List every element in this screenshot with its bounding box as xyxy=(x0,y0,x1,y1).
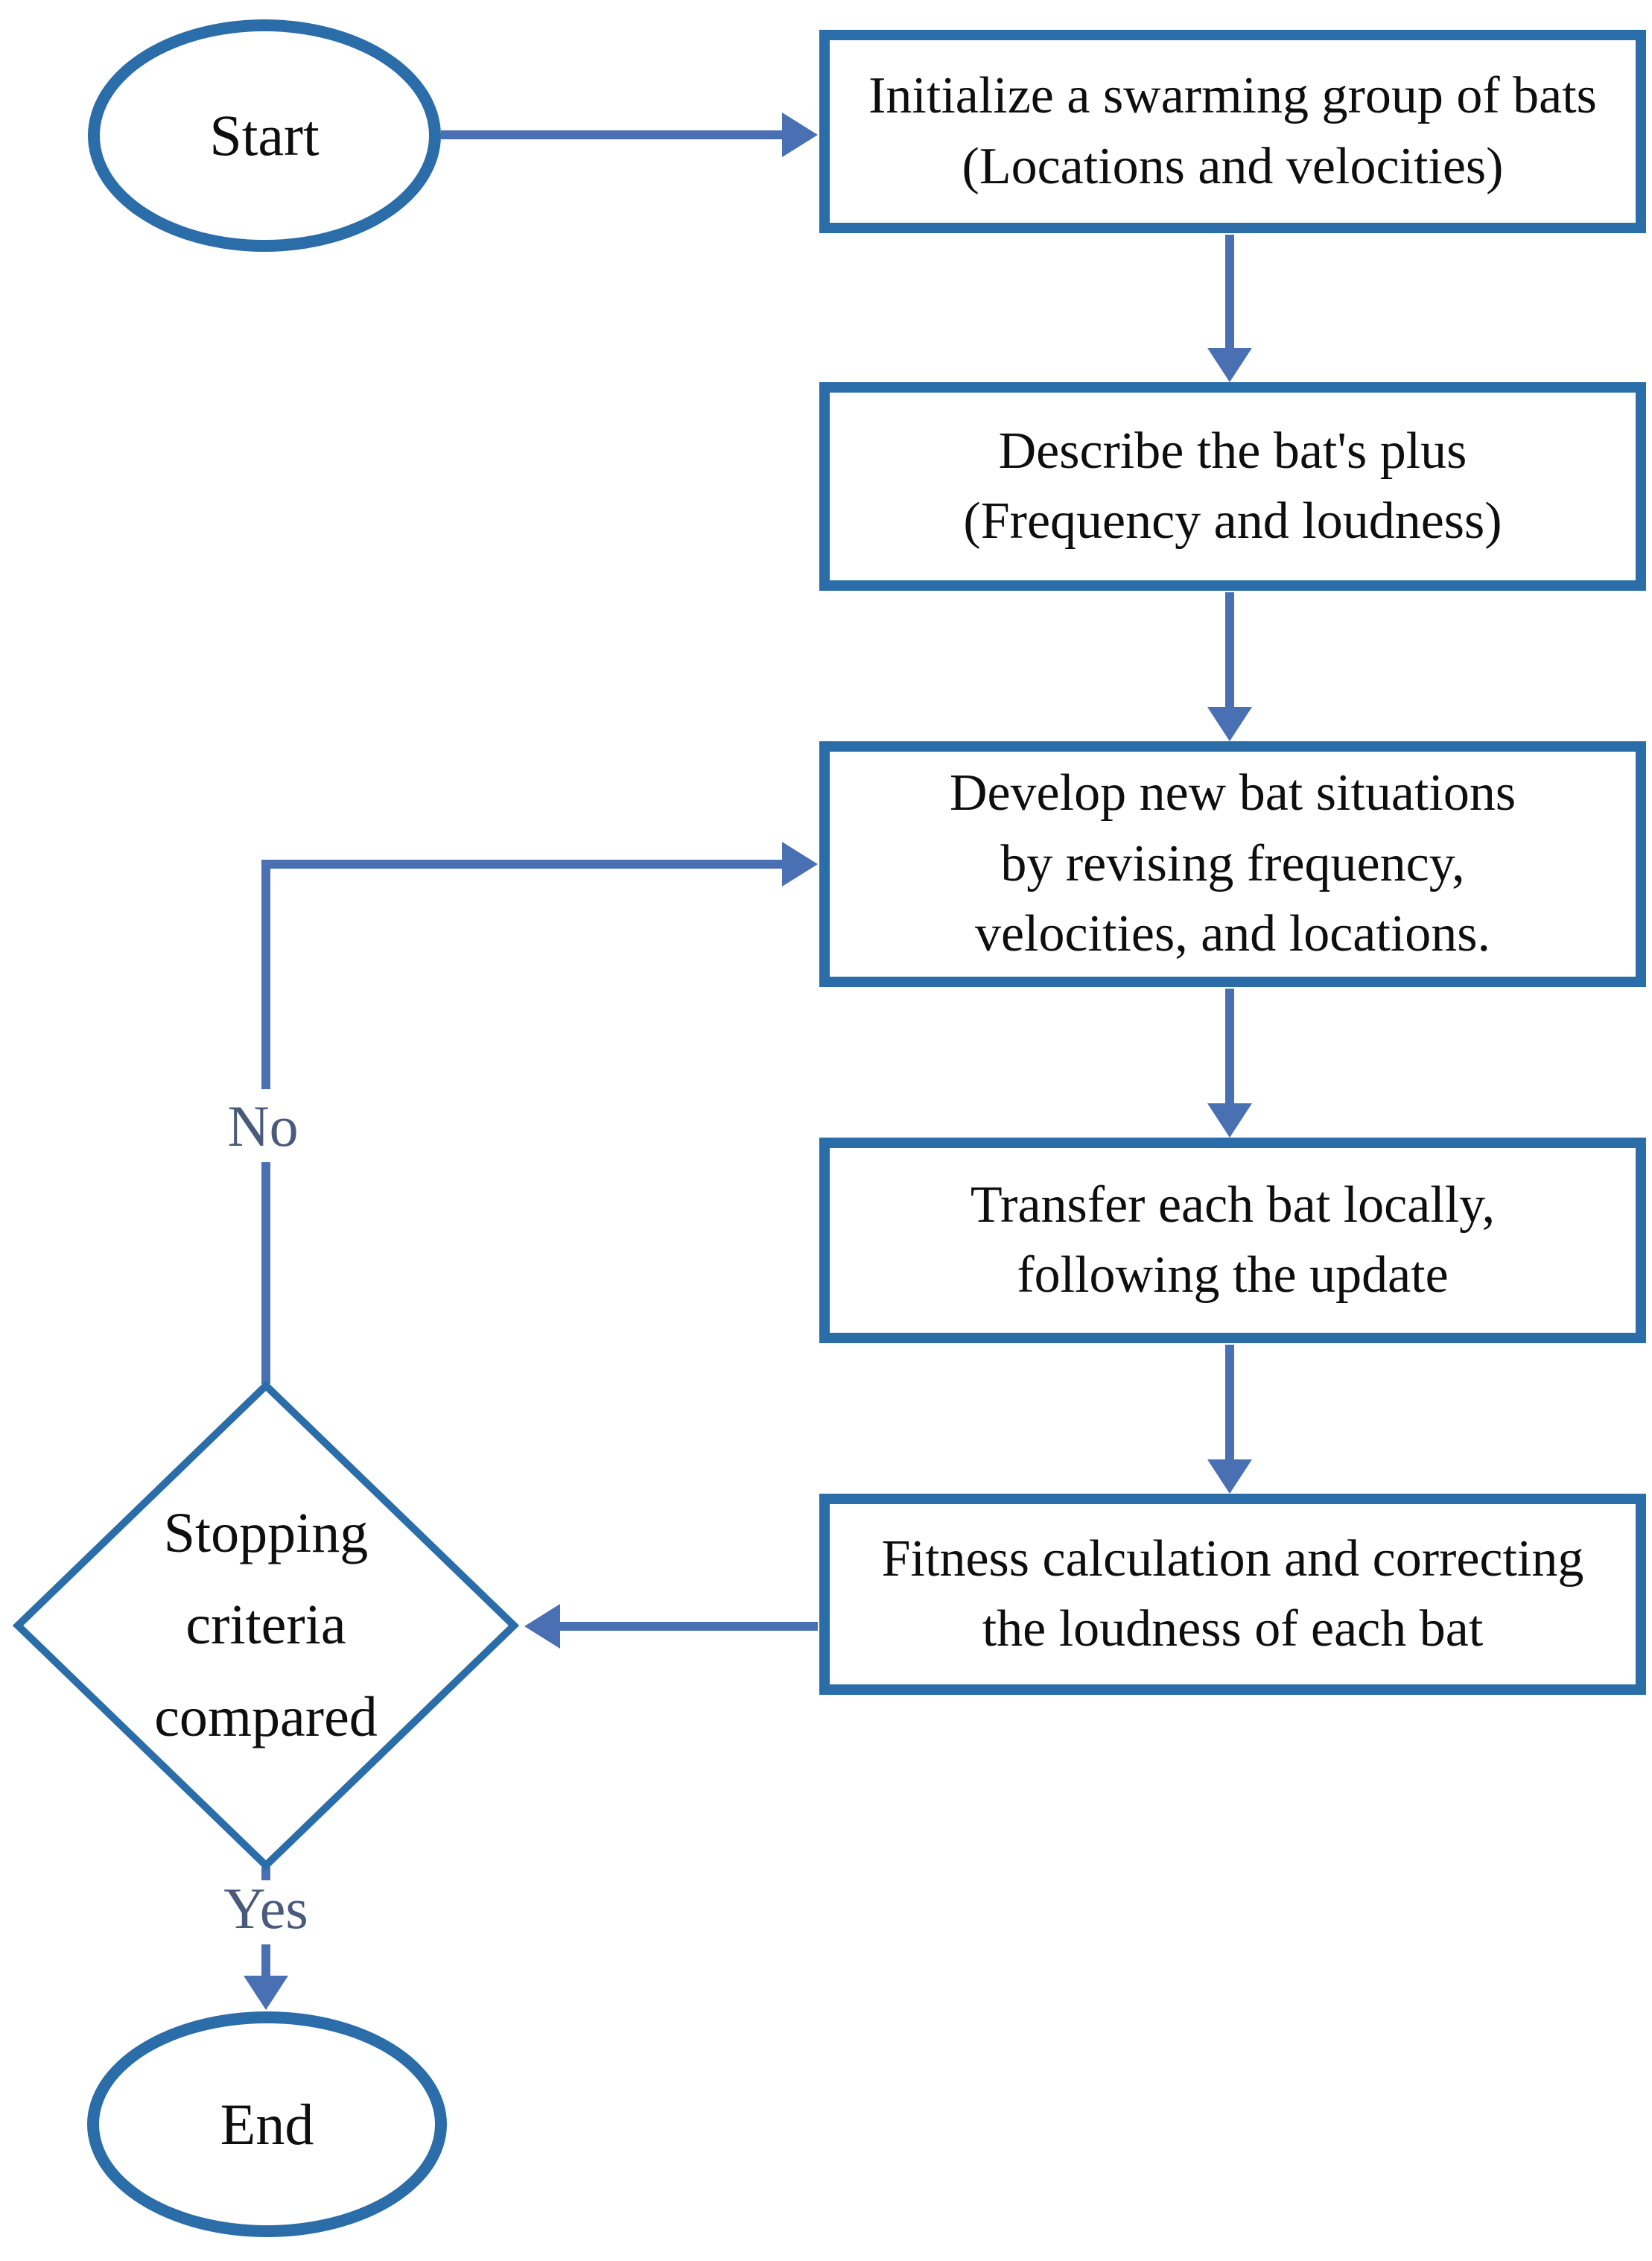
edge-fitness-decision xyxy=(524,1604,818,1649)
arrowhead-down-icon xyxy=(1207,707,1252,741)
arrowhead-right-icon xyxy=(782,112,818,157)
process-text-line: Initialize a swarming group of bats xyxy=(868,67,1597,124)
arrowhead-down-icon xyxy=(1207,1103,1252,1138)
edge-label-no: No xyxy=(188,1089,337,1164)
yes-label-text: Yes xyxy=(223,1876,308,1941)
decision-text-line: criteria xyxy=(185,1594,346,1657)
process-text-line: velocities, and locations. xyxy=(974,905,1491,963)
decision-text-line: compared xyxy=(154,1685,378,1748)
end-node: End xyxy=(87,2011,447,2237)
decision-text-line: Stopping xyxy=(163,1502,369,1565)
process-text-line: Describe the bat's plus xyxy=(998,422,1467,480)
edge-start-initialize xyxy=(441,112,818,157)
end-label: End xyxy=(220,2091,314,2157)
edge-decision-develop-no xyxy=(261,842,818,1384)
process-text-line: the loudness of each bat xyxy=(982,1600,1484,1658)
arrowhead-left-icon xyxy=(524,1604,560,1649)
process-develop-situations: Develop new bat situations by revising f… xyxy=(819,741,1646,987)
edge-transfer-fitness xyxy=(1207,1345,1252,1494)
start-node: Start xyxy=(88,19,441,252)
process-text-line: following the update xyxy=(1017,1246,1449,1304)
edge-label-yes: Yes xyxy=(191,1871,340,1946)
arrowhead-right-icon xyxy=(782,842,818,887)
arrowhead-down-icon xyxy=(1207,348,1252,382)
edge-line-above-no-label xyxy=(261,860,782,1089)
edge-initialize-describe xyxy=(1207,235,1252,382)
process-text-line: (Frequency and loudness) xyxy=(963,492,1502,550)
process-text-line: Fitness calculation and correcting xyxy=(881,1529,1584,1588)
process-text-line: Develop new bat situations xyxy=(949,764,1516,822)
edge-describe-develop xyxy=(1207,592,1252,741)
decision-diamond-shape xyxy=(12,1380,520,1871)
process-text-line: (Locations and velocities) xyxy=(962,137,1504,195)
no-label-text: No xyxy=(227,1094,299,1158)
process-transfer-bats: Transfer each bat locally, following the… xyxy=(819,1138,1646,1343)
process-text-line: by revising frequency, xyxy=(1000,834,1465,892)
process-fitness-calculation: Fitness calculation and correcting the l… xyxy=(819,1494,1646,1695)
edge-develop-transfer xyxy=(1207,989,1252,1138)
arrowhead-down-icon xyxy=(1207,1459,1252,1494)
process-initialize-bats: Initialize a swarming group of bats (Loc… xyxy=(819,30,1646,233)
start-label: Start xyxy=(209,103,320,168)
process-describe-pulse: Describe the bat's plus (Frequency and l… xyxy=(819,382,1646,591)
decision-stopping-criteria: Stopping criteria compared xyxy=(117,1483,415,1769)
process-text-line: Transfer each bat locally, xyxy=(970,1176,1496,1234)
arrowhead-down-icon xyxy=(244,1976,288,2010)
